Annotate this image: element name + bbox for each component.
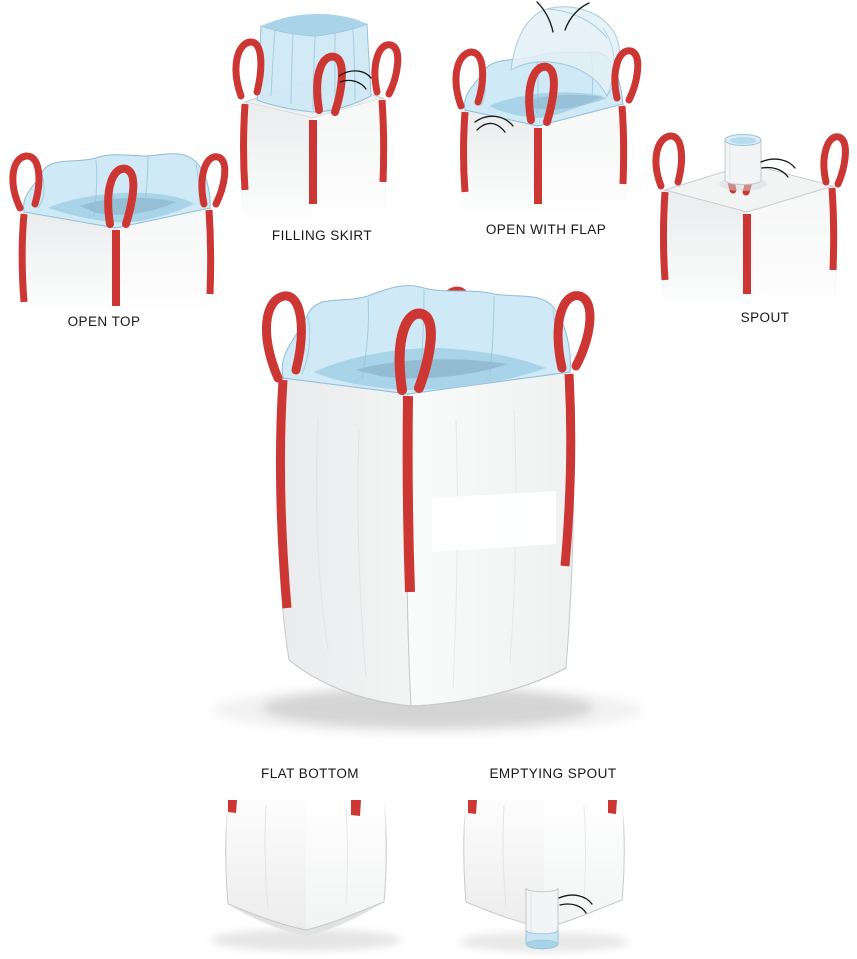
spout-illustration: [652, 132, 849, 310]
spout-label: SPOUT: [740, 310, 790, 325]
left-face: [19, 212, 116, 312]
fold-line: [489, 295, 495, 377]
fabric-crease: [583, 805, 586, 903]
tie-string: [558, 894, 593, 914]
lift-straps: [18, 209, 215, 306]
lift-loops: [652, 132, 849, 190]
flat-bottom-illustration: [211, 799, 401, 951]
edge-line: [225, 799, 229, 905]
tie-string: [760, 158, 796, 178]
spout-opening-inner: [730, 136, 756, 145]
lift-loop: [198, 153, 229, 208]
fabric-crease: [315, 417, 329, 651]
left-face: [463, 800, 544, 928]
lift-loop: [262, 291, 306, 383]
flap-curl-line: [546, 8, 608, 39]
spout-opening: [526, 939, 558, 950]
edge-line: [621, 799, 625, 901]
open-top-illustration: [9, 152, 229, 312]
filling-skirt-illustration: [232, 14, 402, 224]
left-face: [277, 377, 412, 707]
tie-string: [474, 1, 590, 133]
fold-line: [143, 155, 149, 213]
lift-loop: [452, 48, 487, 110]
lift-loop: [371, 41, 402, 98]
lift-loops: [262, 291, 595, 395]
right-face: [538, 104, 627, 216]
filling-skirt-label: FILLING SKIRT: [271, 228, 373, 243]
fabric-crease: [452, 419, 458, 689]
lift-loops: [452, 47, 642, 126]
fold-line: [536, 57, 539, 115]
flat-bottom-label: FLAT BOTTOM: [261, 766, 359, 781]
fold-line: [93, 159, 98, 217]
bottom-edge: [227, 901, 385, 931]
left-face: [461, 110, 538, 216]
strap-end: [468, 800, 477, 814]
fabric-crease: [345, 805, 348, 905]
lift-loop: [394, 308, 436, 395]
bag-body: [19, 207, 214, 312]
fabric-crease: [502, 805, 507, 907]
lift-loops: [9, 152, 229, 228]
fold-line: [312, 35, 316, 111]
lift-loop: [652, 132, 686, 190]
filling-spout: [719, 134, 767, 191]
open-with-flap-illustration: [452, 1, 642, 216]
strap-ends: [228, 800, 361, 816]
open-with-flap-label: OPEN WITH FLAP: [485, 222, 607, 237]
lift-loop: [9, 152, 43, 212]
strap-end: [228, 800, 237, 813]
strap-end: [608, 800, 617, 814]
fold-line: [361, 297, 370, 379]
flap-curl-line: [602, 27, 615, 97]
bag-body: [225, 799, 387, 931]
lift-straps: [460, 105, 628, 204]
edge-line: [463, 799, 467, 903]
fabric-crease: [264, 805, 269, 909]
lift-straps: [240, 99, 388, 204]
lift-loop: [104, 164, 138, 228]
lift-loop: [611, 47, 642, 104]
open-top-label: OPEN TOP: [67, 314, 141, 329]
strap-ends: [468, 800, 617, 814]
left-face: [225, 800, 306, 930]
bag-body: [461, 103, 627, 216]
lift-loop: [313, 52, 346, 116]
lift-straps: [275, 373, 576, 609]
fabric-crease: [357, 429, 367, 677]
strap-end: [351, 800, 361, 816]
bottom-edge: [288, 659, 567, 707]
right-face: [747, 186, 837, 310]
left-face: [241, 102, 313, 224]
fold-line: [290, 33, 294, 105]
emptying-spout-label: EMPTYING SPOUT: [489, 766, 617, 781]
lift-loops: [232, 38, 402, 116]
emptying-spout-tube: [525, 887, 559, 950]
lift-loop: [525, 62, 558, 126]
bag-label-patch: [432, 491, 556, 552]
edge-line: [383, 799, 387, 903]
emptying-spout-illustration: [459, 799, 629, 952]
lift-loop: [232, 38, 265, 100]
fold-line: [352, 27, 356, 101]
lift-loop: [820, 133, 849, 188]
spout-body: [724, 139, 762, 185]
lift-loop: [553, 291, 595, 373]
bottom-underside: [228, 902, 384, 936]
lift-straps: [660, 187, 838, 294]
fold-line: [301, 315, 311, 375]
main-bag-illustration: [213, 285, 643, 734]
right-face: [306, 800, 387, 930]
ground-shadow: [211, 929, 401, 951]
fold-line: [37, 173, 45, 209]
ground-shadow: [263, 688, 593, 728]
left-face: [661, 190, 747, 310]
right-face: [313, 98, 386, 224]
tie-string: [338, 70, 372, 90]
fold-line: [270, 29, 276, 97]
right-face: [116, 208, 214, 312]
